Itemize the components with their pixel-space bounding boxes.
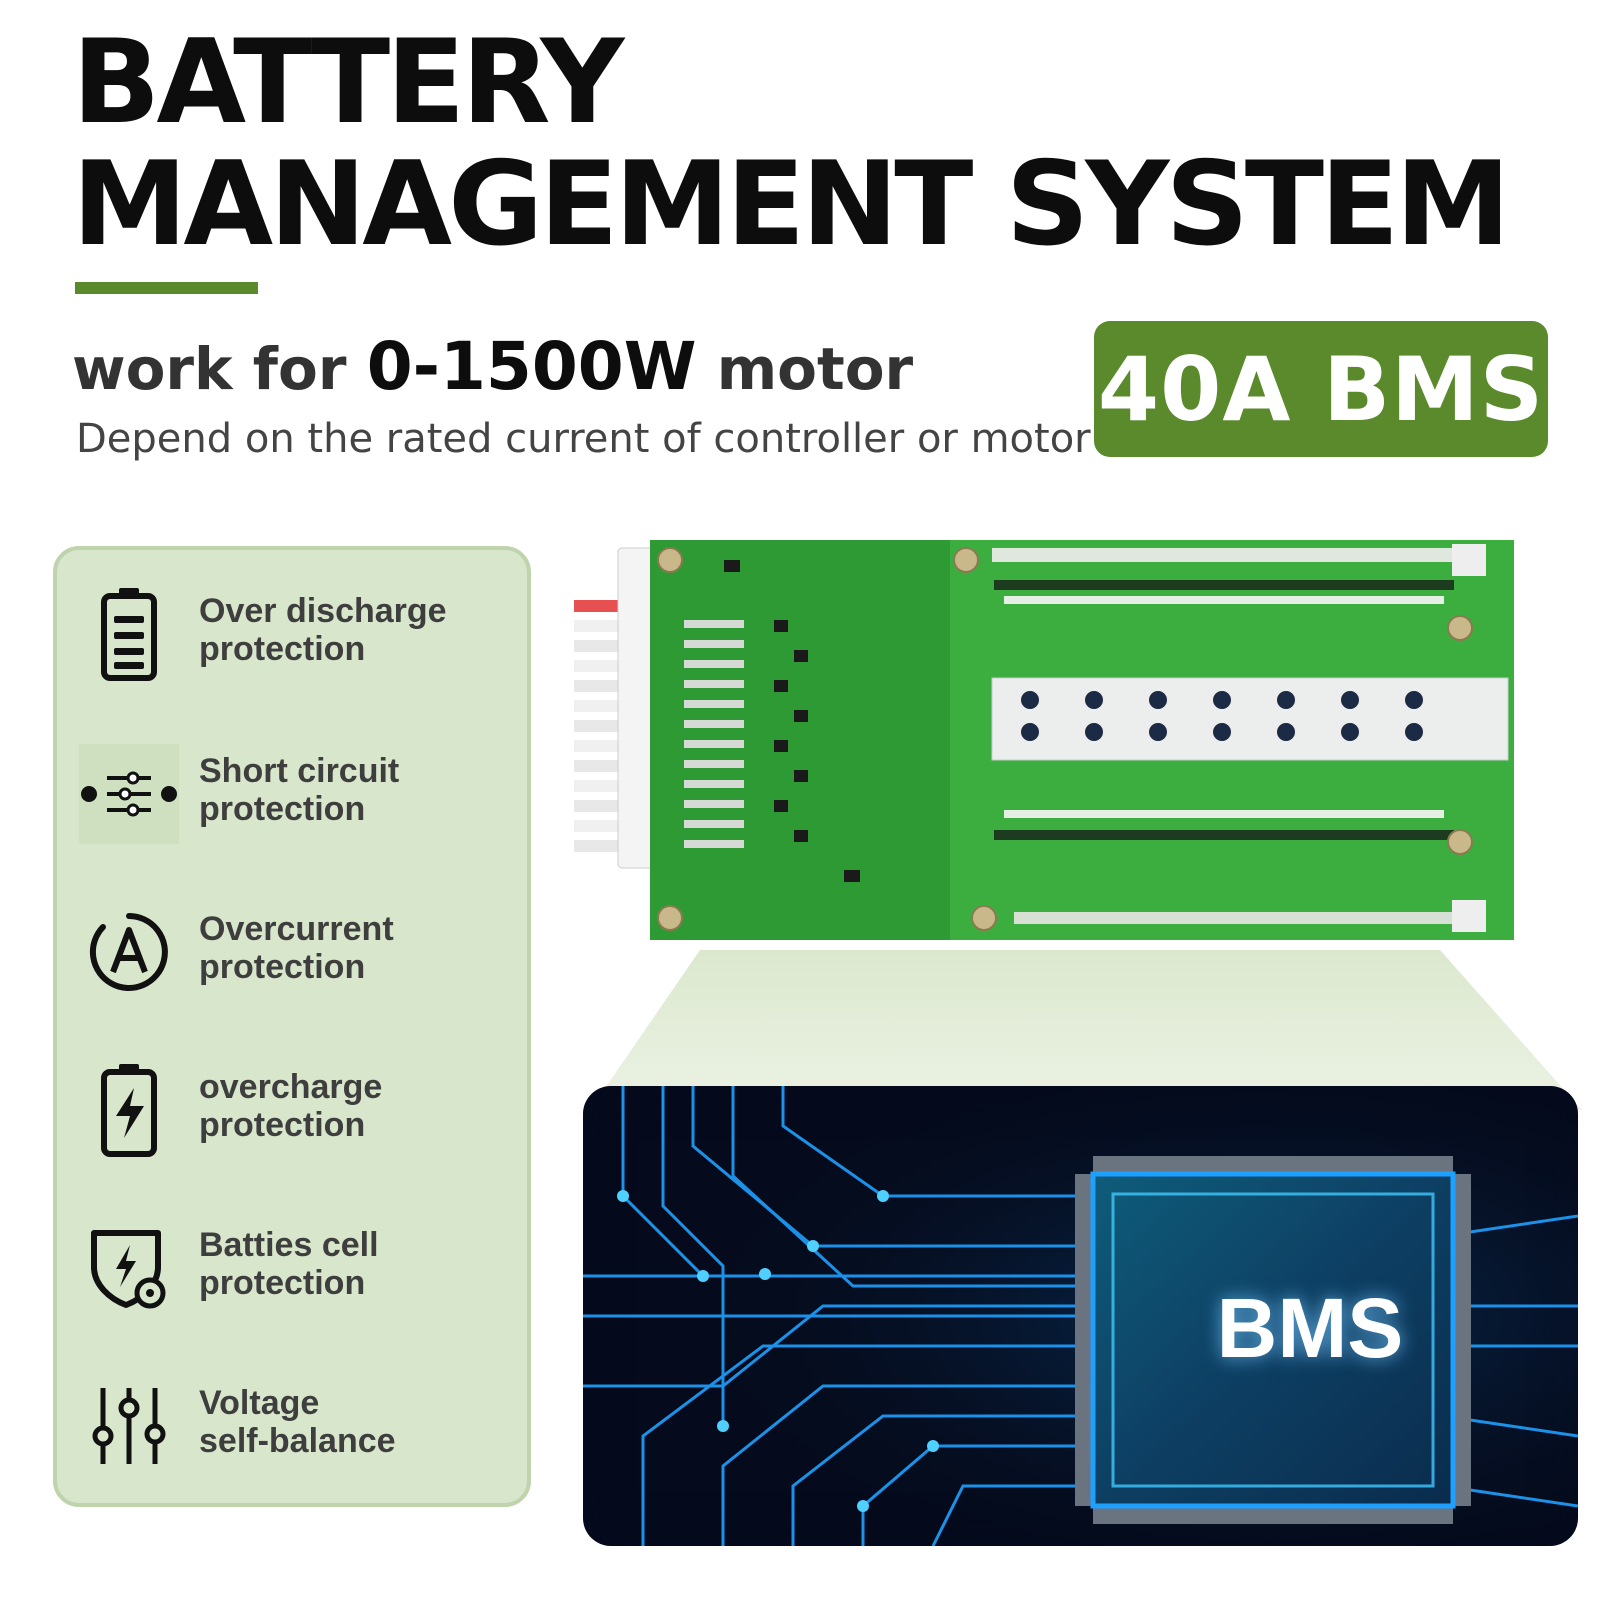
title-underline [75, 282, 258, 294]
subtitle-prefix: work for [72, 335, 347, 403]
feature-label: Batties cell protection [199, 1226, 379, 1302]
subtitle: work for 0-1500W motor [72, 328, 913, 405]
feature-label: overcharge protection [199, 1068, 383, 1144]
title-line-1: BATTERY [72, 15, 624, 150]
feature-short-circuit: Short circuit protection [57, 734, 527, 854]
subnote: Depend on the rated current of controlle… [76, 416, 1091, 462]
circuit-chip-graphic [583, 1086, 1578, 1546]
page-title: BATTERY MANAGEMENT SYSTEM [72, 15, 1511, 272]
feature-label: Short circuit protection [199, 752, 400, 828]
feature-over-discharge: Over discharge protection [57, 574, 527, 694]
feature-overcurrent: Overcurrent protection [57, 892, 527, 1012]
chip-label: BMS [1216, 1281, 1404, 1375]
feature-label: Overcurrent protection [199, 910, 394, 986]
feature-cell-protection: Batties cell protection [57, 1208, 527, 1328]
wattage-range: 0-1500W [366, 328, 697, 405]
feature-voltage-balance: Voltage self-balance [57, 1366, 527, 1486]
features-panel: Over discharge protection Short circuit … [53, 546, 531, 1507]
balance-sliders-icon [79, 1376, 179, 1476]
feature-label: Voltage self-balance [199, 1384, 396, 1460]
subtitle-suffix: motor [716, 335, 914, 403]
title-line-2: MANAGEMENT SYSTEM [72, 137, 1511, 272]
charging-battery-icon [79, 1060, 179, 1160]
circuit-traces [583, 1086, 1578, 1546]
short-circuit-icon [79, 744, 179, 844]
battery-level-icon [79, 584, 179, 684]
bms-circuit-board [574, 540, 1514, 940]
shield-bolt-icon [79, 1218, 179, 1318]
feature-label: Over discharge protection [199, 592, 447, 668]
feature-overcharge: overcharge protection [57, 1050, 527, 1170]
rating-badge: 40A BMS [1094, 321, 1548, 457]
ampere-icon [79, 902, 179, 1002]
wire-bundle [574, 547, 659, 869]
